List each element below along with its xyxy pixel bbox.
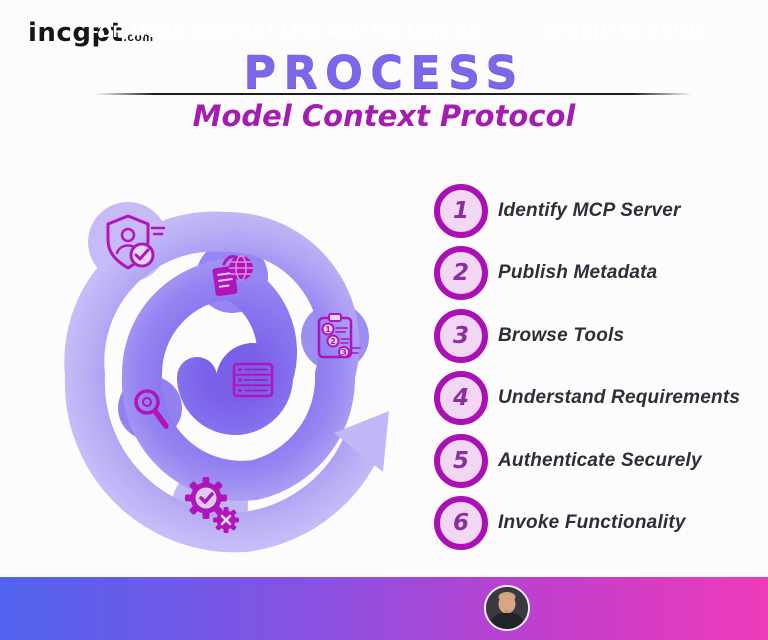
step-4-badge: 4: [434, 371, 488, 425]
step-5-badge: 5: [434, 434, 488, 488]
title-underline: [95, 93, 692, 95]
logo-text: incgpt: [28, 18, 124, 48]
footer-bar: [0, 577, 768, 640]
step-row-6: 6 Invoke Functionality: [434, 496, 686, 550]
spiral-svg: 1 2 3: [64, 202, 389, 553]
step-6-badge: 6: [434, 496, 488, 550]
step-4-number: 4: [452, 385, 469, 411]
spiral-arrow-band: [64, 211, 380, 553]
step-row-1: 1 Identify MCP Server: [434, 184, 681, 238]
step-row-5: 5 Authenticate Securely: [434, 434, 702, 488]
server-rack-icon: [232, 362, 274, 398]
footer-handle[interactable]: @BERTBLEVINS: [546, 20, 709, 42]
step-3-number: 3: [452, 323, 469, 349]
step-6-number: 6: [452, 510, 469, 536]
logo: incgpt.com: [28, 18, 154, 48]
step-3-label: Browse Tools: [498, 325, 625, 346]
magnifying-glass-icon: [134, 389, 169, 429]
step-1-badge: 1: [434, 184, 488, 238]
step-1-number: 1: [452, 198, 469, 224]
avatar: [484, 585, 530, 631]
svg-text:2: 2: [330, 337, 336, 346]
step-2-number: 2: [452, 260, 469, 286]
step-2-badge: 2: [434, 246, 488, 300]
logo-tld: .com: [123, 30, 154, 44]
step-row-2: 2 Publish Metadata: [434, 246, 657, 300]
clipboard-numbered-list-icon: 1 2 3: [317, 313, 361, 359]
gears-check-icon: [185, 477, 239, 533]
svg-text:3: 3: [341, 348, 347, 357]
step-3-badge: 3: [434, 309, 488, 363]
page-title: PROCESS: [243, 46, 525, 99]
step-1-label: Identify MCP Server: [498, 200, 681, 221]
shield-user-check-icon: [106, 214, 166, 270]
footer-cta-text: FOR MORE CONTENT LIKE AND FOLLOW ME:: [88, 21, 487, 41]
spiral-diagram: 1 2 3: [30, 180, 440, 580]
spiral-arrowhead: [334, 411, 389, 472]
step-6-label: Invoke Functionality: [498, 512, 686, 533]
avatar-portrait: [486, 587, 528, 629]
step-row-4: 4 Understand Requirements: [434, 371, 740, 425]
globe-document-icon: [212, 255, 253, 297]
step-row-3: 3 Browse Tools: [434, 309, 624, 363]
step-4-label: Understand Requirements: [498, 387, 741, 408]
svg-text:1: 1: [325, 325, 331, 334]
step-5-label: Authenticate Securely: [498, 450, 702, 471]
page-subtitle: Model Context Protocol: [192, 99, 576, 133]
step-5-number: 5: [452, 448, 469, 474]
step-2-label: Publish Metadata: [498, 262, 658, 283]
